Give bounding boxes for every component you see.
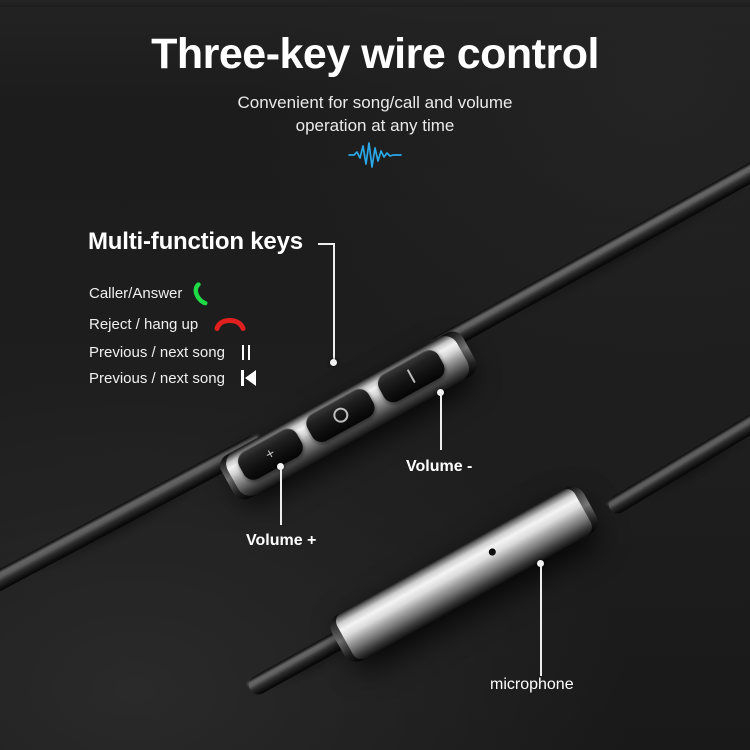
phone-answer-icon (192, 281, 218, 306)
callout-leader-horizontal (318, 243, 335, 245)
list-item: Previous / next song (89, 365, 256, 391)
callout-dot (277, 463, 284, 470)
audio-waveform-icon (0, 142, 750, 173)
callout-dot (330, 359, 337, 366)
callout-dot (537, 560, 544, 567)
callout-leader-line (440, 394, 442, 450)
list-item: Caller/Answer (89, 278, 256, 309)
feature-label: Caller/Answer (89, 285, 183, 302)
page-subtitle: Convenient for song/call and volume oper… (0, 92, 750, 138)
feature-label: Reject / hang up (89, 315, 199, 333)
callout-label: microphone (490, 676, 574, 693)
features-heading: Multi-function keys (88, 228, 303, 255)
subtitle-line-2: operation at any time (295, 115, 455, 135)
callout-leader-line (540, 565, 542, 676)
features-list: Caller/Answer Reject / hang up Previous … (89, 278, 256, 391)
list-item: Reject / hang up (89, 309, 256, 339)
subtitle-line-1: Convenient for song/call and volume (237, 93, 513, 112)
pause-icon (241, 344, 250, 360)
page-title: Three-key wire control (151, 30, 599, 78)
previous-track-icon (240, 370, 256, 386)
callout-leader-line (280, 468, 282, 525)
feature-label: Previous / next song (89, 369, 225, 387)
callout-leader-line (333, 243, 335, 362)
callout-label: Volume + (246, 532, 317, 549)
feature-label: Previous / next song (89, 343, 225, 361)
list-item: Previous / next song (89, 339, 256, 365)
callout-dot (437, 389, 444, 396)
background-top-band (0, 0, 750, 7)
phone-hangup-icon (214, 316, 246, 332)
callout-label: Volume - (406, 458, 473, 475)
